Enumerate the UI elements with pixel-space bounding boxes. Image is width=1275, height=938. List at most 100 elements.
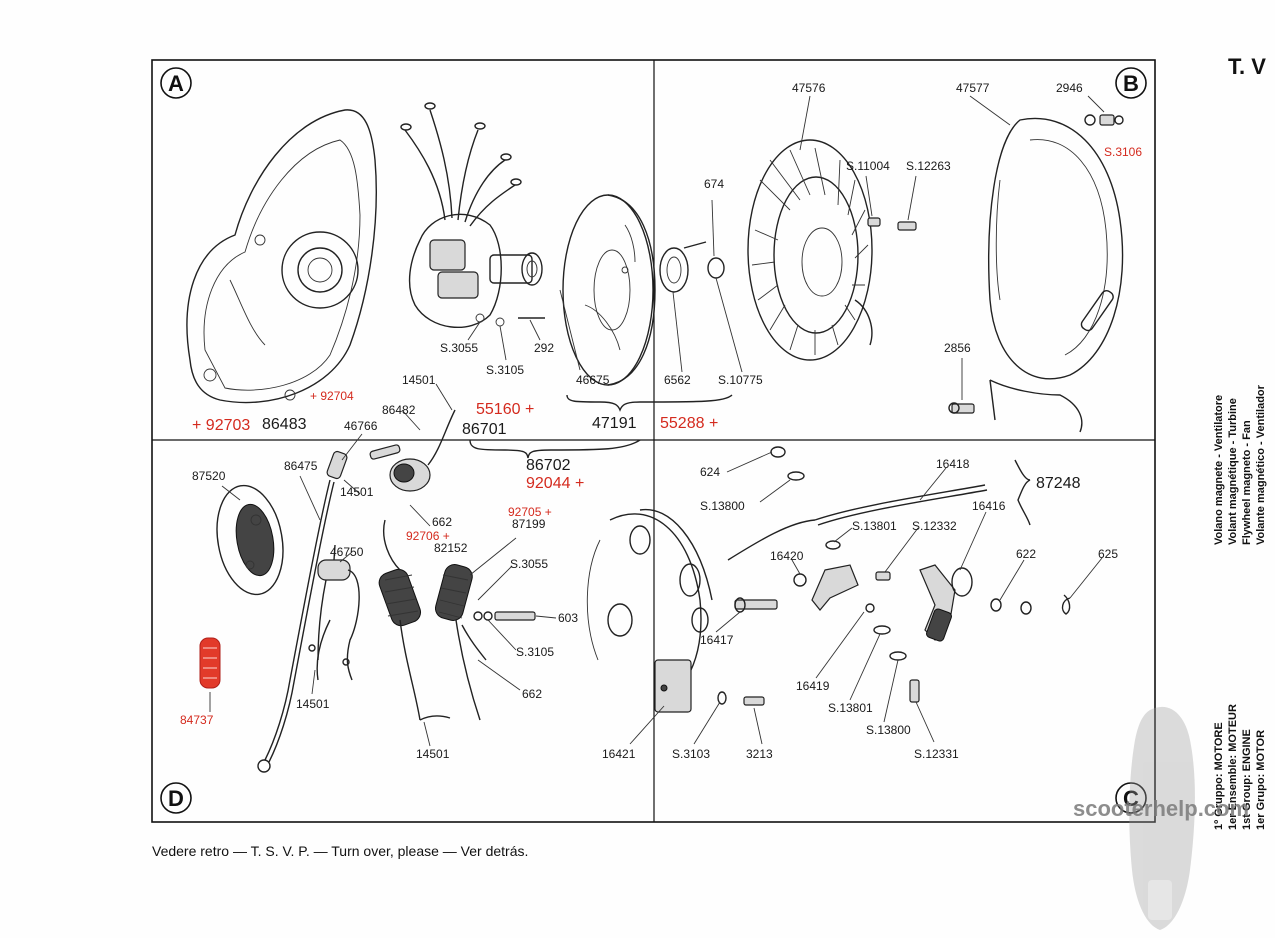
screw-603-drawing xyxy=(473,611,536,621)
part-label: 87199 xyxy=(512,517,546,531)
part-label: S.3105 xyxy=(516,645,554,659)
part-label: S.11004 xyxy=(846,159,890,173)
part-label: 662 xyxy=(522,687,542,701)
contact-block-16421-drawing xyxy=(654,659,692,713)
part-label: S.3055 xyxy=(440,341,478,355)
part-label: 47191 xyxy=(592,415,637,432)
contact-plate-87520-drawing xyxy=(216,484,284,596)
part-label: 674 xyxy=(704,177,724,191)
part-label: S.10775 xyxy=(718,373,763,387)
svg-text:C: C xyxy=(1123,786,1139,811)
part-label: 86483 xyxy=(262,416,307,433)
svg-text:B: B xyxy=(1123,71,1139,96)
back-plate-drawing xyxy=(586,508,713,701)
washers-622-drawing xyxy=(990,598,1032,615)
part-label: 622 xyxy=(1016,547,1036,561)
part-label: 6562 xyxy=(664,373,691,387)
labels-quadrant-d: 87520 86475 46766 14501 46750 662 87199 … xyxy=(192,419,578,761)
part-label: 292 xyxy=(534,341,554,355)
part-label: 87520 xyxy=(192,469,226,483)
part-label-red: 92706 + xyxy=(406,529,450,543)
part-label: 86482 xyxy=(382,403,416,417)
svg-text:Flywheel magneto - Fan: Flywheel magneto - Fan xyxy=(1241,420,1253,545)
labels-center: 86702 92044 + xyxy=(526,457,584,492)
quadrant-badge-d: D xyxy=(160,782,192,814)
part-label: 2946 xyxy=(1056,81,1083,95)
screw-16417-drawing xyxy=(734,597,778,613)
footer-note: Vedere retro — T. S. V. P. — Turn over, … xyxy=(152,843,528,859)
labels-quadrant-c: 624 S.13800 16418 87248 S.13801 S.12332 … xyxy=(602,457,1118,761)
lead-wires-14501-drawing xyxy=(308,519,451,721)
part-label: 625 xyxy=(1098,547,1118,561)
fan-cover-drawing xyxy=(988,117,1124,433)
part-label: 14501 xyxy=(416,747,450,761)
part-label-red: 55160 + xyxy=(476,401,534,418)
part-label-red: 84737 xyxy=(180,713,214,727)
part-label: 624 xyxy=(700,465,720,479)
part-label: S.3055 xyxy=(510,557,548,571)
screw-2946-drawing xyxy=(1084,114,1124,126)
part-label: 16416 xyxy=(972,499,1006,513)
condenser-46750-drawing xyxy=(317,544,360,681)
part-label: 46750 xyxy=(330,545,364,559)
quadrant-badge-a: A xyxy=(160,67,192,99)
part-label: 46675 xyxy=(576,373,610,387)
svg-text:1er Grupo: MOTOR: 1er Grupo: MOTOR xyxy=(1255,730,1267,830)
side-caption-group: 1º Gruppo: MOTORE 1er Ensemble: MOTEUR 1… xyxy=(1213,704,1267,830)
part-label: 86701 xyxy=(462,421,507,438)
part-label: S.13801 xyxy=(828,701,873,715)
svg-text:1º Gruppo: MOTORE: 1º Gruppo: MOTORE xyxy=(1213,722,1225,830)
part-label-red: S.3106 xyxy=(1104,145,1142,159)
part-label: 14501 xyxy=(402,373,436,387)
cooling-fan-drawing xyxy=(747,139,873,361)
part-label: 86475 xyxy=(284,459,318,473)
contact-arm-drawing xyxy=(793,564,875,613)
svg-text:Volano magnete - Ventilatore: Volano magnete - Ventilatore xyxy=(1213,395,1225,545)
part-label: 2856 xyxy=(944,341,971,355)
part-label-red: 92705 + xyxy=(508,505,552,519)
part-label: 14501 xyxy=(340,485,374,499)
group-brace-87248 xyxy=(1014,459,1031,526)
part-label: S.3105 xyxy=(486,363,524,377)
part-label: 47577 xyxy=(956,81,990,95)
part-label: 47576 xyxy=(792,81,826,95)
part-label: S.13801 xyxy=(852,519,897,533)
labels-quadrant-b-red: S.3106 xyxy=(1104,145,1142,159)
part-label: 662 xyxy=(432,515,452,529)
hv-cable-86475-drawing xyxy=(257,450,348,773)
watermark-text: scooterhelp.com xyxy=(1073,796,1249,821)
part-label: 46766 xyxy=(344,419,378,433)
part-label: 16420 xyxy=(770,549,804,563)
part-label: S.12332 xyxy=(912,519,957,533)
part-label-red: + 92704 xyxy=(310,389,354,403)
stator-plate-drawing xyxy=(400,102,522,329)
part-label: S.13800 xyxy=(700,499,745,513)
part-label: 603 xyxy=(558,611,578,625)
coil-92705-drawing xyxy=(434,564,487,721)
flywheel-drawing xyxy=(562,194,656,386)
quadrant-badge-c: C xyxy=(1115,782,1147,814)
breaker-arm-16416-drawing xyxy=(919,564,973,642)
side-caption-title: Volano magnete - Ventilatore Volant magn… xyxy=(1213,384,1267,545)
svg-text:Volante magnético - Ventilador: Volante magnético - Ventilador xyxy=(1255,384,1267,545)
part-label: S.12263 xyxy=(906,159,951,173)
quadrant-badge-b: B xyxy=(1115,67,1147,99)
part-label: 3213 xyxy=(746,747,773,761)
small-parts-c-drawing xyxy=(717,446,920,706)
coil-92706-drawing xyxy=(378,568,422,721)
part-label: 16417 xyxy=(700,633,734,647)
part-label: S.3103 xyxy=(672,747,710,761)
part-label: 16421 xyxy=(602,747,636,761)
leader-lines xyxy=(209,95,1105,747)
svg-text:D: D xyxy=(168,786,184,811)
lever-16418-drawing xyxy=(727,484,988,561)
engine-casing-drawing xyxy=(186,109,377,404)
svg-text:A: A xyxy=(168,71,184,96)
part-label: S.12331 xyxy=(914,747,959,761)
gasket-washer-drawing xyxy=(659,241,725,293)
page-title: T. V xyxy=(1228,54,1266,79)
part-label-red: 55288 + xyxy=(660,415,718,432)
labels-quadrant-a-red: + 92704 + 92703 55160 + 55288 + xyxy=(192,389,718,434)
hub-sleeve-drawing xyxy=(475,252,545,327)
